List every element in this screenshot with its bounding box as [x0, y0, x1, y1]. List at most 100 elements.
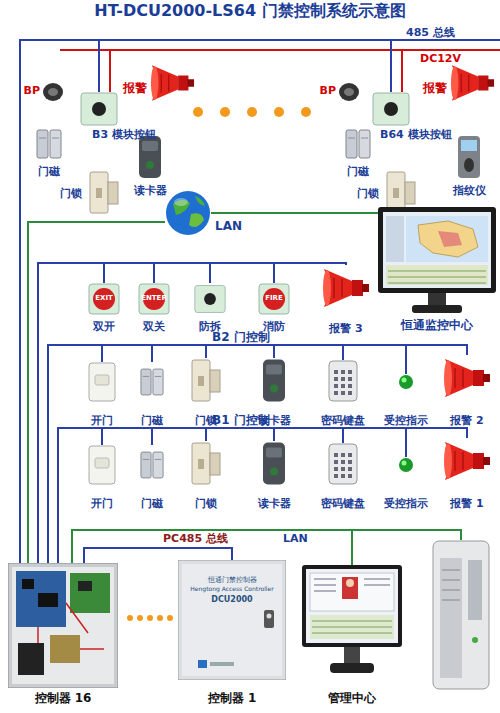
device-node: 恒通监控中心 — [378, 207, 496, 315]
siren-icon — [451, 65, 494, 101]
device-node: 防拆 — [194, 283, 226, 315]
device-node: 管理中心 — [302, 565, 402, 680]
open-button-icon — [89, 446, 115, 484]
wire-connector — [58, 428, 467, 563]
dot — [274, 107, 284, 117]
node-label: 报警 — [423, 82, 449, 96]
device-node: 报警 1 — [443, 438, 491, 484]
device-node: 报警 2 — [443, 355, 491, 401]
node-label: 报警 — [123, 82, 149, 96]
door-lock-icon — [192, 360, 220, 401]
enter-button-icon — [139, 284, 169, 314]
node-label: Hengtong Access Controller — [178, 586, 286, 593]
node-label: 门磁 — [120, 498, 184, 511]
keypad-icon — [329, 444, 357, 484]
node-label: DCU2000 — [182, 595, 282, 604]
node-label: 门磁 — [120, 415, 184, 428]
node-label: 门锁 — [174, 498, 238, 511]
siren-icon — [444, 359, 490, 397]
wire-connector — [38, 263, 346, 563]
indicator-icon — [399, 375, 413, 389]
device-node: 门锁 — [88, 170, 120, 215]
node-label: 受控指示 — [374, 498, 438, 511]
node-label: 开门 — [70, 415, 134, 428]
controller-icon — [178, 560, 286, 680]
device-node: 读卡器 — [262, 358, 286, 403]
device-node: FIRE消防 — [258, 283, 290, 315]
buzzer-icon — [43, 83, 63, 101]
device-node: BP — [338, 82, 360, 102]
diagram-title: HT-DCU2000-LS64 门禁控制系统示意图 — [0, 2, 500, 20]
server-icon — [433, 541, 489, 689]
indicator-icon — [399, 458, 413, 472]
door-contact-icon — [141, 369, 163, 395]
device-node: LAN — [165, 190, 211, 236]
wire-connector — [38, 263, 210, 563]
fingerprint-icon — [458, 136, 480, 178]
door-contact-icon — [37, 130, 61, 158]
free-label: DC12V — [420, 53, 480, 66]
node-label: 门锁 — [38, 188, 82, 201]
tamper-button-icon — [195, 286, 225, 313]
dot — [137, 615, 143, 621]
dot — [220, 107, 230, 117]
open-button-icon — [89, 363, 115, 401]
device-node: 指纹仪 — [457, 135, 481, 179]
edge-label: LAN — [283, 533, 323, 546]
wire-connector — [20, 40, 99, 563]
device-node: EXIT双开 — [88, 283, 120, 315]
device-node: 门磁 — [36, 128, 62, 160]
node-label: 管理中心 — [302, 692, 402, 706]
dot — [167, 615, 173, 621]
dot — [147, 615, 153, 621]
node-label: 恒通监控中心 — [387, 319, 487, 333]
device-node: 报警 — [150, 62, 195, 104]
exit-button-icon — [89, 284, 119, 314]
device-node: 恒通门禁控制器 Hengtong Access ControllerDCU2000… — [178, 560, 286, 680]
node-label: 控制器 1 — [182, 692, 282, 706]
device-node: B3 模块按钮 — [80, 92, 118, 126]
free-label: B2 门控制 — [212, 331, 292, 345]
edge-label: PC485 总线 — [163, 533, 243, 546]
door-lock-icon — [90, 172, 118, 213]
device-node: 受控指示 — [398, 457, 414, 473]
node-label: 密码键盘 — [311, 415, 375, 428]
node-label: 开门 — [70, 498, 134, 511]
node-label: BP — [20, 85, 40, 98]
node-label: EXIT — [88, 294, 120, 302]
node-label: FIRE — [258, 294, 290, 302]
device-node: 受控指示 — [398, 374, 414, 390]
device-node: 开门 — [88, 445, 116, 485]
monitor-icon — [378, 207, 496, 313]
free-label: B1 门控制 — [212, 414, 292, 428]
lan-line — [352, 530, 461, 540]
module-button-icon — [81, 93, 117, 125]
free-label: 485 总线 — [406, 27, 476, 40]
device-node: 密码键盘 — [328, 360, 358, 402]
wire-connector — [20, 40, 391, 563]
siren-icon — [444, 442, 490, 480]
wire-connector — [58, 428, 102, 563]
node-label: 控制器 16 — [13, 692, 113, 706]
pc-icon — [302, 565, 402, 673]
device-node: BP — [42, 82, 64, 102]
controller-icon — [8, 563, 118, 688]
wire-connector — [38, 263, 154, 563]
dot — [127, 615, 133, 621]
node-label: 恒通门禁控制器 — [182, 576, 282, 584]
keypad-icon — [329, 361, 357, 401]
wire-connector — [84, 548, 232, 563]
node-label: 门磁 — [326, 166, 390, 179]
node-label: BP — [316, 85, 336, 98]
device-node: 读卡器 — [262, 441, 286, 486]
siren-icon — [151, 65, 194, 101]
dot — [301, 107, 311, 117]
device-node: 开门 — [88, 362, 116, 402]
wire-connector — [58, 428, 274, 563]
device-node: 门锁 — [385, 170, 417, 215]
door-lock-icon — [192, 443, 220, 484]
node-label: B3 模块按钮 — [92, 129, 182, 142]
